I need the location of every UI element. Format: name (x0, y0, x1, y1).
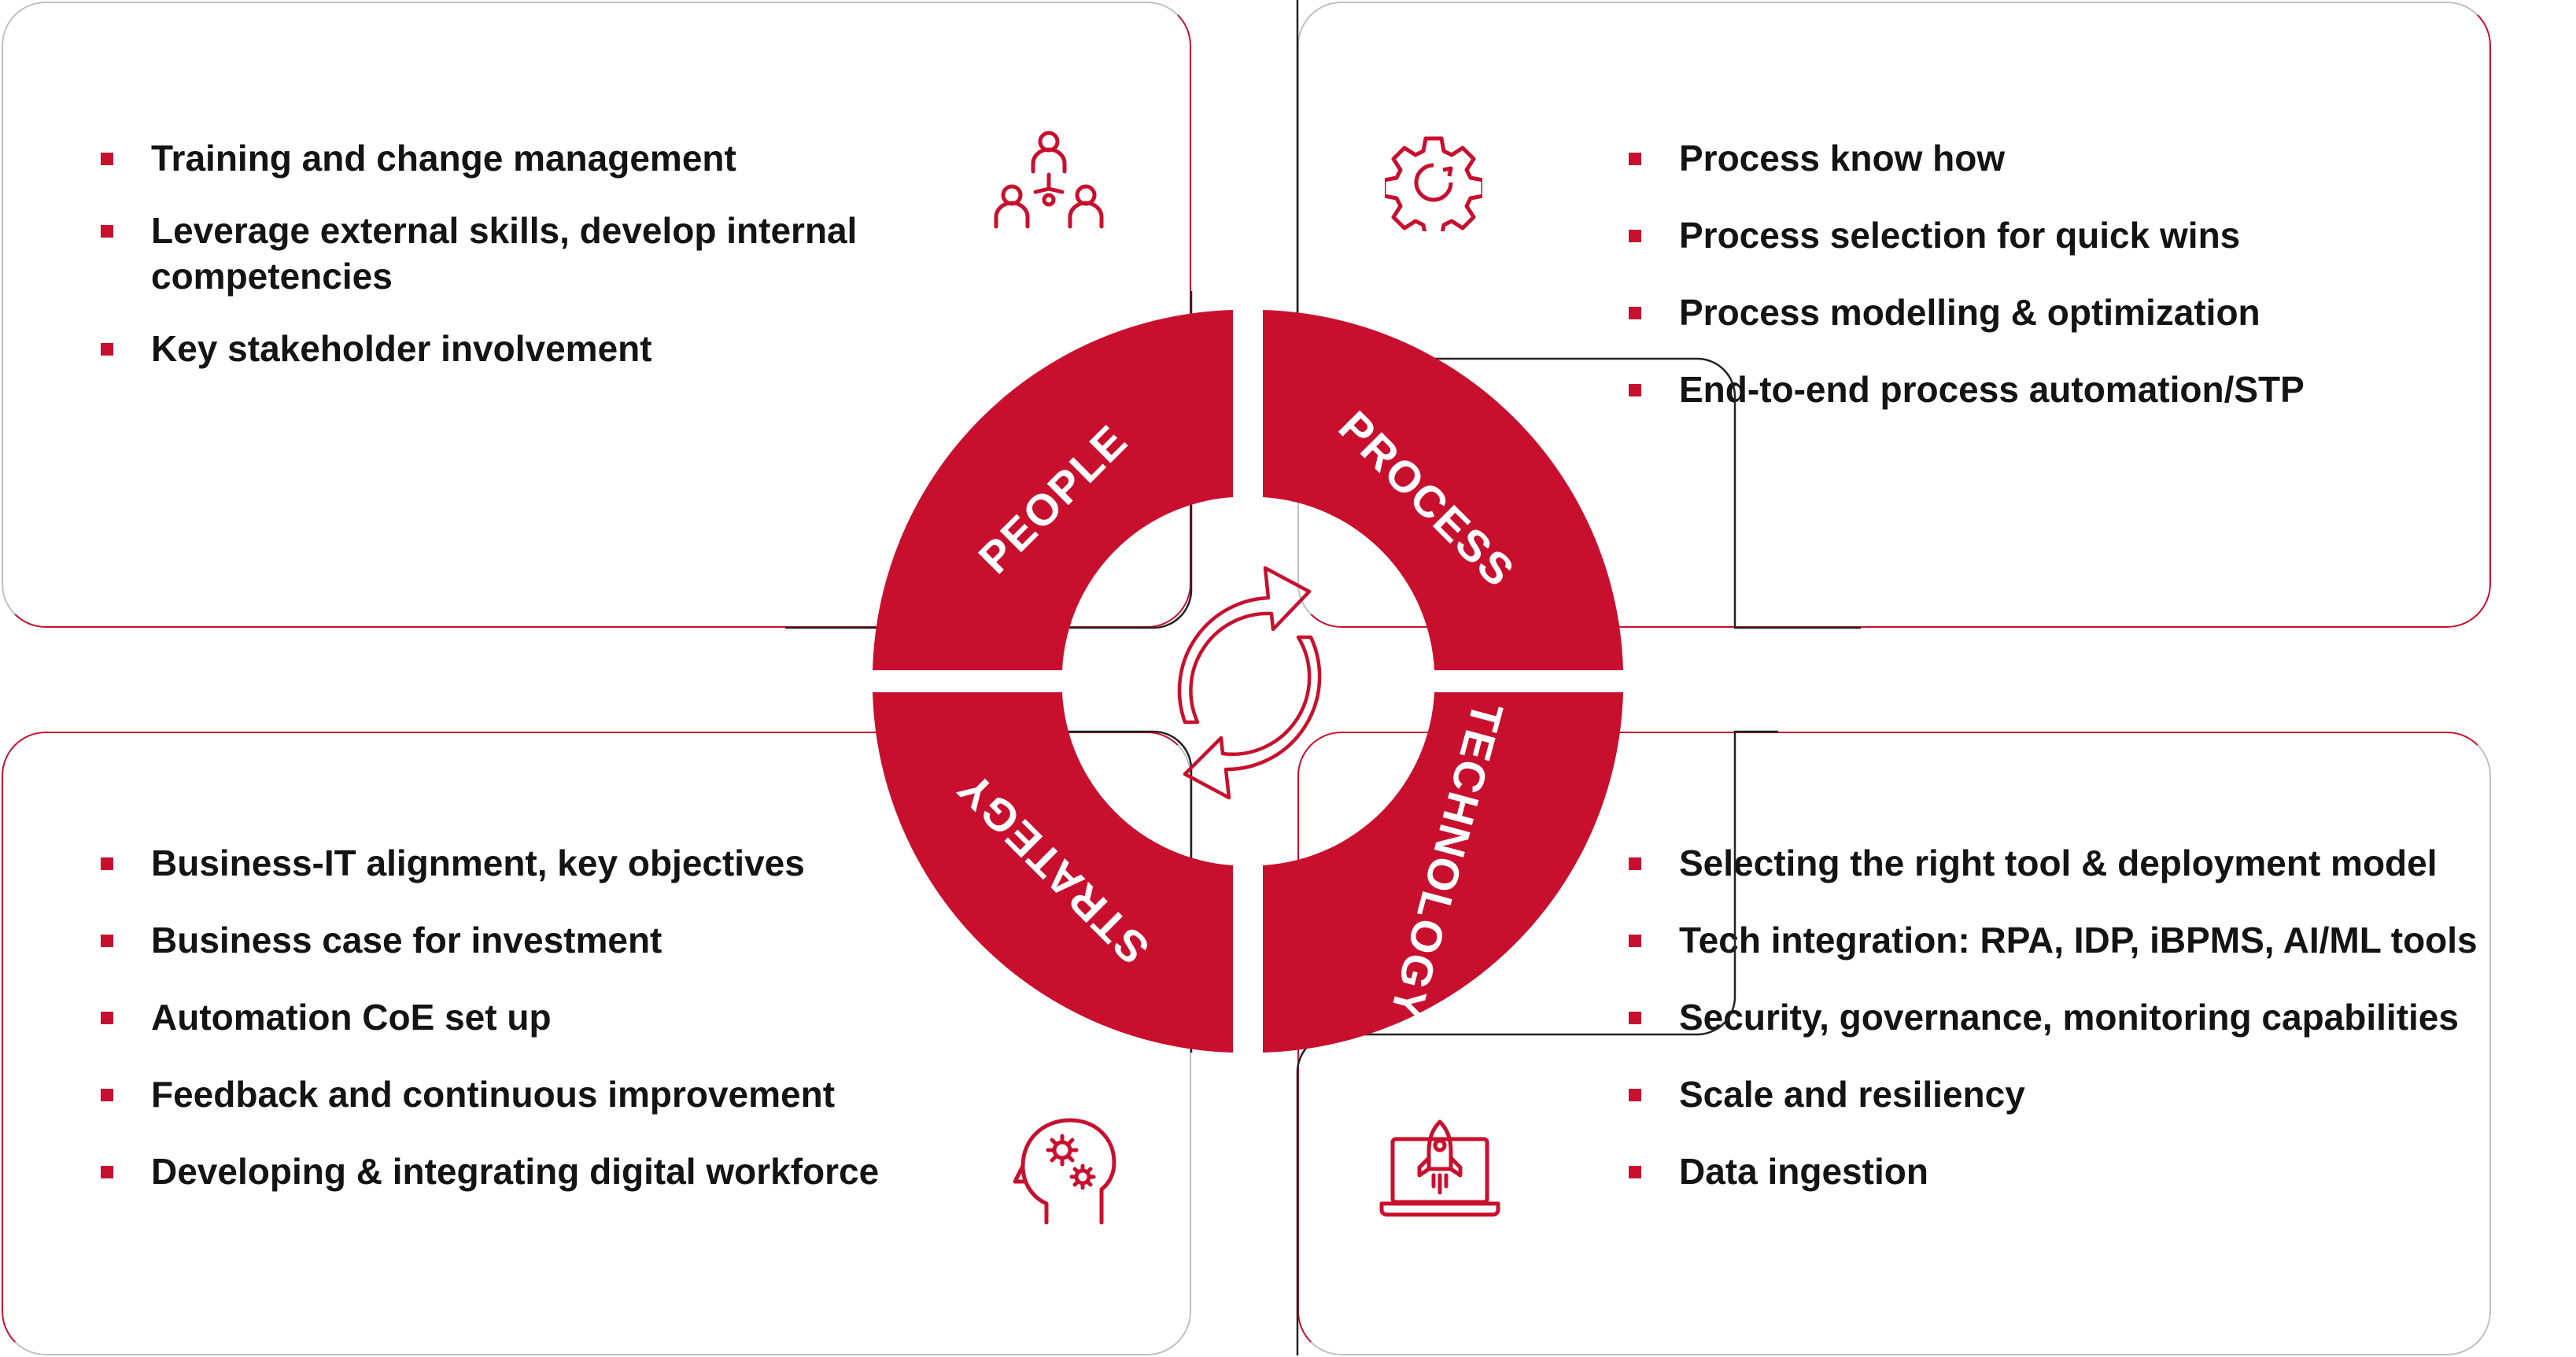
people-item: Leverage external skills, develop intern… (101, 208, 966, 299)
process-list: Process know how Process selection for q… (1629, 135, 2455, 444)
bullet-square (1629, 307, 1641, 319)
strategy-item-text: Feedback and continuous improvement (151, 1074, 836, 1115)
people-list: Training and change management Leverage … (101, 135, 966, 398)
bullet-square (101, 935, 113, 947)
process-item: Process modelling & optimization (1629, 289, 2455, 335)
technology-item-text: Selecting the right tool & deployment mo… (1679, 843, 2438, 883)
strategy-item: Business case for investment (101, 917, 1045, 963)
bullet-square (101, 225, 113, 238)
technology-item: Data ingestion (1629, 1149, 2494, 1194)
process-item-text: End-to-end process automation/STP (1679, 369, 2305, 410)
technology-item: Selecting the right tool & deployment mo… (1629, 840, 2494, 886)
wheel: PEOPLE PROCESS TECHNOLOGY STRATEGY (873, 310, 1623, 1053)
strategy-item: Automation CoE set up (101, 994, 1045, 1040)
strategy-item-text: Developing & integrating digital workfor… (151, 1151, 880, 1192)
technology-item: Scale and resiliency (1629, 1071, 2494, 1117)
technology-list: Selecting the right tool & deployment mo… (1629, 840, 2494, 1226)
technology-segment (1263, 692, 1623, 1053)
process-segment (1263, 310, 1623, 670)
process-item-text: Process selection for quick wins (1679, 215, 2241, 256)
process-item: End-to-end process automation/STP (1629, 367, 2455, 412)
technology-item-text: Tech integration: RPA, IDP, iBPMS, AI/ML… (1679, 920, 2478, 961)
technology-item: Tech integration: RPA, IDP, iBPMS, AI/ML… (1629, 917, 2494, 963)
bullet-square (101, 1166, 113, 1178)
bullet-square (1629, 153, 1641, 165)
technology-item-text: Scale and resiliency (1679, 1074, 2025, 1115)
strategy-segment (873, 692, 1233, 1053)
people-item-text: Leverage external skills, develop intern… (151, 210, 858, 297)
strategy-item-text: Business case for investment (151, 920, 662, 961)
bullet-square (1629, 1089, 1641, 1101)
bullet-square (101, 857, 113, 870)
bullet-square (101, 153, 113, 165)
process-item-text: Process know how (1679, 138, 2006, 179)
process-item: Process know how (1629, 135, 2455, 181)
people-item: Key stakeholder involvement (101, 326, 966, 371)
refresh-cycle-icon (1177, 566, 1322, 800)
strategy-item-text: Business-IT alignment, key objectives (151, 843, 805, 883)
process-item-text: Process modelling & optimization (1679, 292, 2260, 333)
team-hierarchy-icon (994, 131, 1104, 229)
people-item-text: Key stakeholder involvement (151, 328, 652, 369)
bullet-square (1629, 384, 1641, 396)
bullet-square (1629, 1012, 1641, 1024)
bullet-square (1629, 1166, 1641, 1178)
laptop-rocket-icon (1379, 1119, 1500, 1217)
strategy-item: Feedback and continuous improvement (101, 1071, 1045, 1117)
technology-item: Security, governance, monitoring capabil… (1629, 994, 2494, 1040)
strategy-item: Business-IT alignment, key objectives (101, 840, 1045, 886)
bullet-square (1629, 230, 1641, 242)
technology-item-text: Security, governance, monitoring capabil… (1679, 997, 2459, 1038)
gear-icon (1385, 136, 1482, 231)
strategy-item-text: Automation CoE set up (151, 997, 552, 1038)
people-item: Training and change management (101, 135, 966, 181)
process-item: Process selection for quick wins (1629, 212, 2455, 258)
technology-item-text: Data ingestion (1679, 1151, 1928, 1192)
strategy-list: Business-IT alignment, key objectives Bu… (101, 840, 1045, 1226)
head-gears-icon (1013, 1118, 1116, 1225)
bullet-square (101, 1012, 113, 1024)
bullet-square (101, 1089, 113, 1101)
people-segment (873, 310, 1233, 670)
people-item-text: Training and change management (151, 138, 736, 179)
bullet-square (1629, 857, 1641, 870)
bullet-square (101, 343, 113, 356)
bullet-square (1629, 935, 1641, 947)
strategy-item: Developing & integrating digital workfor… (101, 1149, 1045, 1194)
